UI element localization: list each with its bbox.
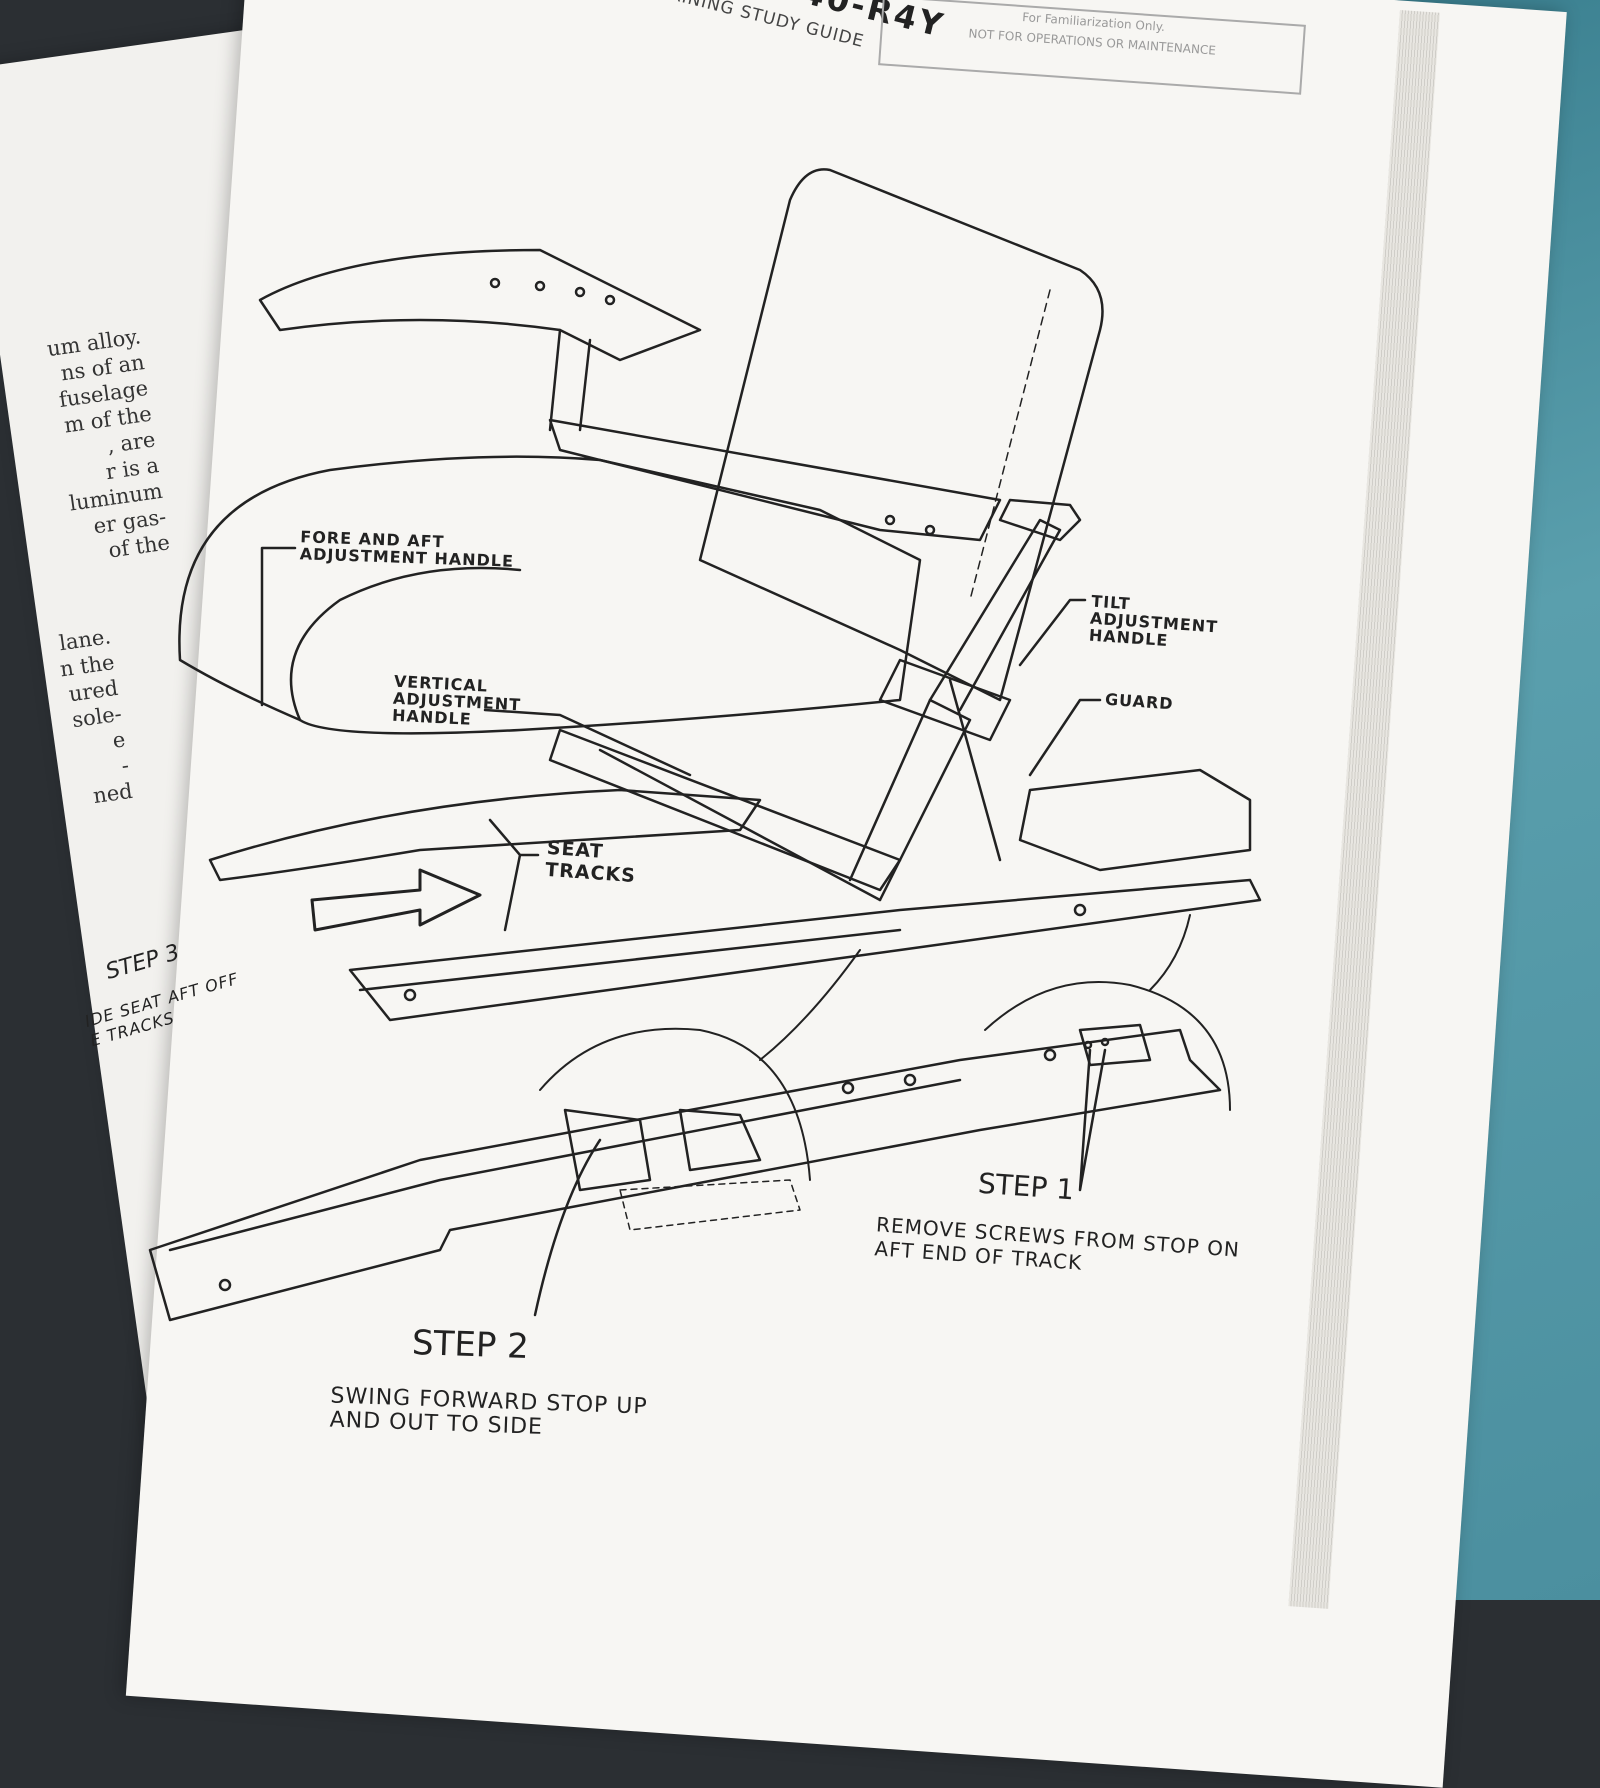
seat-track-lower (348, 878, 1262, 1022)
guard (1018, 768, 1252, 872)
seat-track-upper (208, 788, 762, 882)
direction-arrow (310, 868, 482, 932)
label-vertical-handle: VERTICAL ADJUSTMENT HANDLE (391, 671, 522, 729)
seat-cushion (178, 455, 922, 735)
leader-guard (1028, 698, 1102, 777)
leader-tilt (1018, 598, 1087, 667)
label-tilt-handle: TILT ADJUSTMENT HANDLE (1088, 591, 1219, 651)
label-seat-tracks: SEAT TRACKS (544, 836, 637, 888)
label-guard: GUARD (1104, 689, 1175, 714)
label-fore-aft-handle: FORE AND AFT ADJUSTMENT HANDLE (299, 527, 515, 571)
seat-illustration (148, 168, 1262, 1322)
armrest-upper (258, 248, 702, 362)
seat-back (698, 168, 1104, 702)
leader-step1 (1078, 1048, 1107, 1192)
armrest-lower (548, 418, 1002, 542)
leader-fore-aft (260, 546, 297, 707)
step1-title: STEP 1 (976, 1166, 1076, 1207)
leader-vertical (483, 708, 692, 777)
leader-tracks (488, 818, 540, 932)
detail-track (148, 1028, 1222, 1322)
leader-step2 (533, 1138, 602, 1317)
step2-title: STEP 2 (411, 1322, 530, 1368)
